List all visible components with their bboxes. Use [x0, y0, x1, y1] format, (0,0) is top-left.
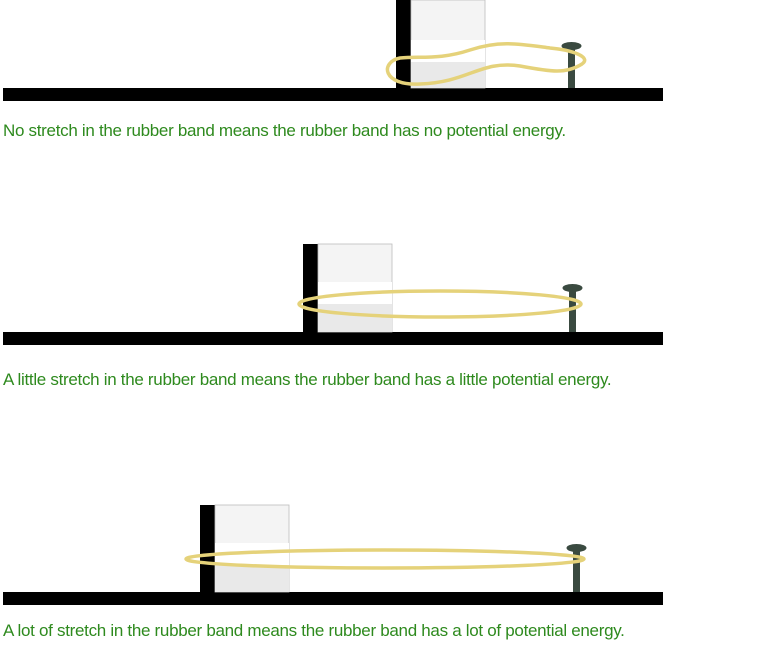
nail	[562, 284, 583, 332]
caption-lot-stretch: A lot of stretch in the rubber band mean…	[3, 621, 625, 640]
illustration-no-stretch	[3, 0, 663, 101]
rubber-band	[297, 289, 583, 319]
rubber-band	[385, 42, 587, 86]
nail-shaft	[573, 550, 580, 592]
ground-surface	[3, 592, 663, 605]
panel-lot-stretch: A lot of stretch in the rubber band mean…	[0, 495, 762, 648]
caption-little-stretch: A little stretch in the rubber band mean…	[3, 370, 612, 389]
ground-surface	[3, 332, 663, 345]
illustration-lot-stretch	[3, 504, 663, 605]
panel-little-stretch: A little stretch in the rubber band mean…	[0, 230, 762, 400]
nail-head	[562, 284, 583, 292]
block-face-lower	[318, 304, 392, 332]
ground-surface	[3, 88, 663, 101]
block-shadow-edge	[396, 0, 413, 88]
nail	[566, 544, 587, 592]
nail-shaft	[569, 290, 576, 332]
block-shadow-edge	[200, 505, 217, 592]
block	[396, 0, 486, 89]
nail-head	[561, 42, 582, 50]
rubber-band	[184, 548, 586, 570]
block	[200, 504, 290, 593]
caption-no-stretch: No stretch in the rubber band means the …	[3, 121, 566, 140]
block-face-lower	[215, 565, 289, 592]
block	[303, 243, 393, 333]
block-shadow-edge	[303, 244, 320, 332]
illustration-little-stretch	[3, 243, 663, 345]
nail-head	[566, 544, 587, 552]
panel-no-stretch: No stretch in the rubber band means the …	[0, 0, 762, 150]
